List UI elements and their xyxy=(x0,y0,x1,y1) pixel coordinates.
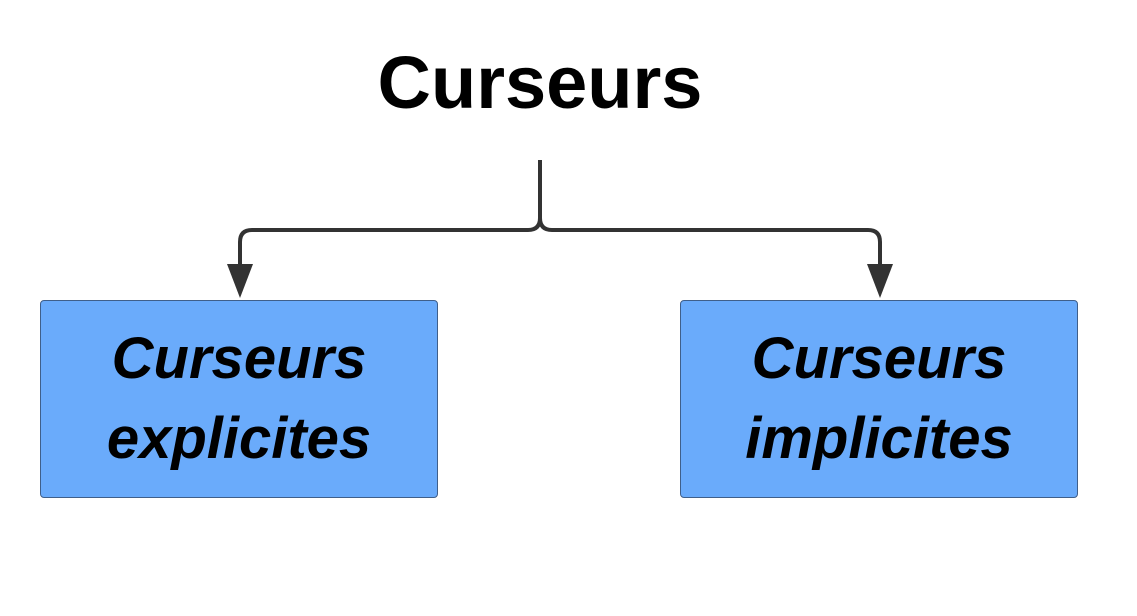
arrowhead-left xyxy=(227,264,253,298)
node-label-line2: implicites xyxy=(745,406,1013,471)
node-curseurs-implicites: Curseurs implicites xyxy=(680,300,1078,498)
node-curseurs-explicites: Curseurs explicites xyxy=(40,300,438,498)
diagram-title: Curseurs xyxy=(377,41,703,124)
arrowhead-right xyxy=(867,264,893,298)
node-label-line1: Curseurs xyxy=(751,326,1007,391)
connector-left-branch xyxy=(238,217,542,272)
connector-stem xyxy=(538,160,882,272)
node-label-line2: explicites xyxy=(106,406,372,471)
node-label-line1: Curseurs xyxy=(111,326,367,391)
